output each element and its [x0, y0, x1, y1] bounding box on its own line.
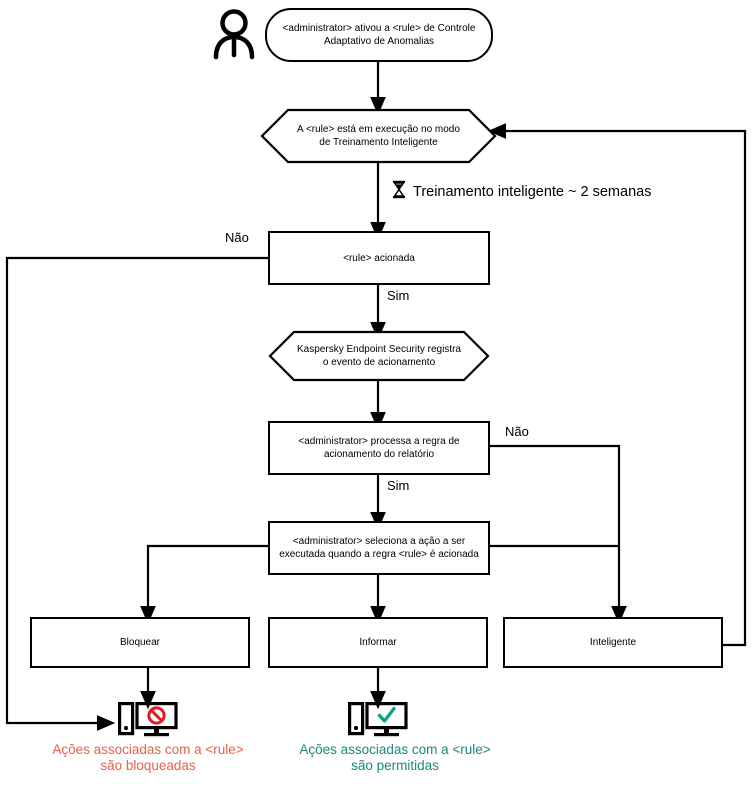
annotation-training-duration: Treinamento inteligente ~ 2 semanas — [392, 180, 651, 204]
node-smart: Inteligente — [503, 617, 723, 668]
node-block: Bloquear — [30, 617, 250, 668]
edge-label-triggered-yes: Sim — [387, 288, 410, 303]
node-rule-triggered-label: <rule> acionada — [343, 252, 415, 264]
node-smart-label: Inteligente — [589, 637, 637, 648]
hourglass-icon — [392, 180, 406, 204]
caption-allowed: Ações associadas com a <rule> são permit… — [265, 742, 525, 774]
node-admin-selects-label: <administrator> seleciona a ação a ser e… — [279, 536, 479, 560]
node-admin-processes: <administrator> processa a regra de acio… — [268, 421, 490, 475]
node-block-label: Bloquear — [119, 637, 161, 648]
node-admin-selects: <administrator> seleciona a ação a ser e… — [268, 521, 490, 575]
node-rule-triggered: <rule> acionada — [268, 231, 490, 285]
edge-label-triggered-no: Não — [225, 230, 249, 245]
computer-allowed-icon — [348, 702, 408, 740]
edge-label-processed-no: Não — [505, 424, 529, 439]
caption-allowed-line2: são permitidas — [351, 758, 439, 773]
node-start-label: <administrator> ativou a <rule> de Contr… — [282, 23, 476, 47]
node-training-mode: A <rule> está em execução no modo de Tre… — [260, 108, 497, 164]
node-start: <administrator> ativou a <rule> de Contr… — [265, 8, 493, 62]
person-icon — [205, 5, 263, 63]
caption-blocked-line2: são bloqueadas — [100, 758, 196, 773]
node-training-mode-label: A <rule> está em execução no modo de Tre… — [297, 124, 460, 148]
caption-blocked-line1: Ações associadas com a <rule> — [52, 742, 244, 757]
node-kes-logs-label: Kaspersky Endpoint Security registra o e… — [297, 344, 461, 368]
computer-blocked-icon — [118, 702, 178, 740]
node-inform: Informar — [268, 617, 488, 668]
caption-blocked: Ações associadas com a <rule> são bloque… — [18, 742, 278, 774]
node-kes-logs: Kaspersky Endpoint Security registra o e… — [268, 330, 490, 382]
edge-label-processed-yes: Sim — [387, 478, 410, 493]
node-admin-processes-label: <administrator> processa a regra de acio… — [298, 436, 460, 460]
caption-allowed-line1: Ações associadas com a <rule> — [299, 742, 491, 757]
annotation-training-duration-label: Treinamento inteligente ~ 2 semanas — [413, 183, 652, 200]
node-inform-label: Informar — [359, 637, 397, 648]
